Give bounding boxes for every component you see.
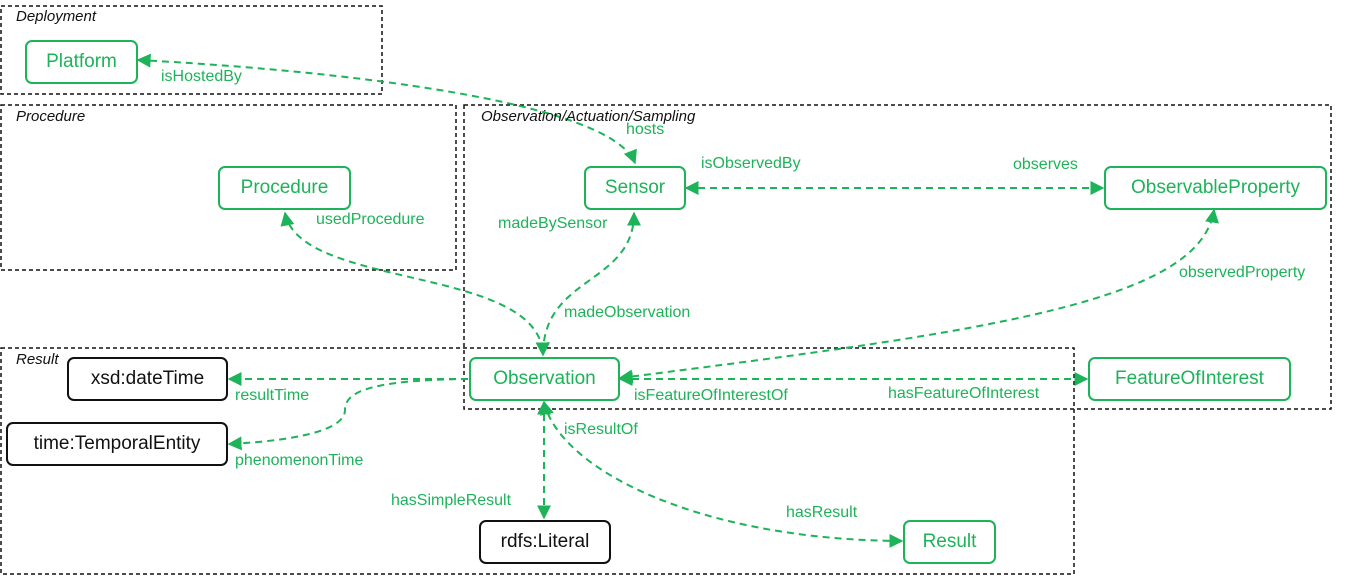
edge-madeBySensor-madeObservation xyxy=(536,211,641,357)
label-isResultOf: isResultOf xyxy=(564,421,638,438)
edge-isHostedBy-hosts xyxy=(136,53,637,165)
label-observes: observes xyxy=(1013,156,1078,173)
node-observation[interactable]: Observation xyxy=(469,357,620,401)
node-temporal-entity[interactable]: time:TemporalEntity xyxy=(6,422,228,466)
label-madeBySensor: madeBySensor xyxy=(498,215,608,232)
node-platform[interactable]: Platform xyxy=(25,40,138,84)
label-isObservedBy: isObservedBy xyxy=(701,155,801,172)
edge-hasResult-isResultOf xyxy=(540,400,904,548)
node-rdfs-literal[interactable]: rdfs:Literal xyxy=(479,520,611,564)
group-box-result xyxy=(0,347,1075,575)
edge-phenomenonTime xyxy=(227,378,469,451)
label-isFeatureOfInterestOf: isFeatureOfInterestOf xyxy=(634,387,788,404)
group-label-procedure: Procedure xyxy=(16,108,86,125)
label-madeObservation: madeObservation xyxy=(564,304,691,321)
label-phenomenonTime: phenomenonTime xyxy=(235,452,364,469)
edge-observedProperty xyxy=(618,208,1219,384)
label-resultTime: resultTime xyxy=(235,387,310,404)
node-feature-of-interest[interactable]: FeatureOfInterest xyxy=(1088,357,1291,401)
label-usedProcedure: usedProcedure xyxy=(316,211,425,228)
node-observable-property[interactable]: ObservableProperty xyxy=(1104,166,1327,210)
edge-usedProcedure xyxy=(280,211,550,357)
label-observedProperty: observedProperty xyxy=(1179,264,1306,281)
label-isHostedBy: isHostedBy xyxy=(161,68,242,85)
group-label-result: Result xyxy=(16,351,59,368)
label-hasResult: hasResult xyxy=(786,504,858,521)
group-label-observation: Observation/Actuation/Sampling xyxy=(481,108,696,125)
label-hasSimpleResult: hasSimpleResult xyxy=(391,492,512,509)
group-label-deployment: Deployment xyxy=(16,8,97,25)
label-hosts: hosts xyxy=(626,121,665,138)
label-hasFeatureOfInterest: hasFeatureOfInterest xyxy=(888,385,1040,402)
node-procedure[interactable]: Procedure xyxy=(218,166,351,210)
node-result[interactable]: Result xyxy=(903,520,996,564)
node-xsd-datetime[interactable]: xsd:dateTime xyxy=(67,357,228,401)
node-sensor[interactable]: Sensor xyxy=(584,166,686,210)
